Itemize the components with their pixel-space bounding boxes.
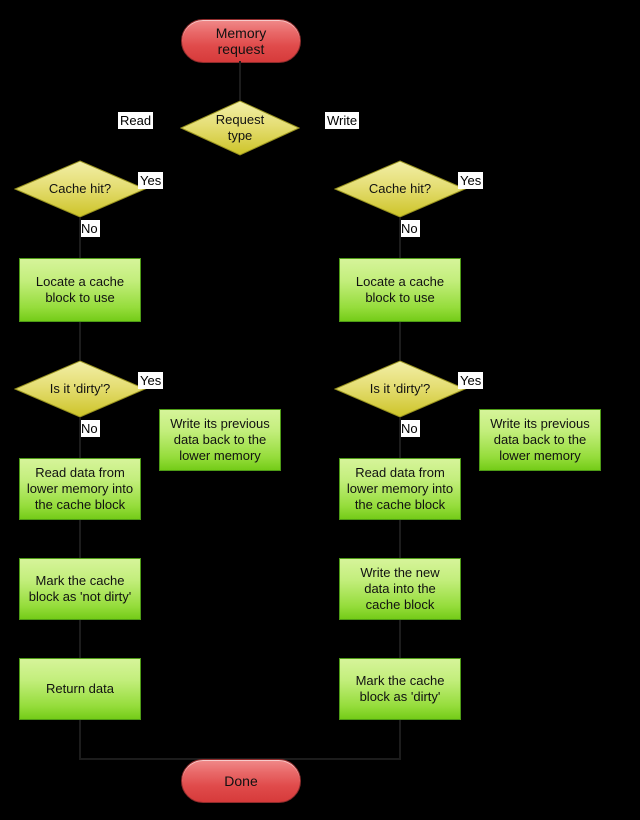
process-read-into-block-read-line2: lower memory into [26,481,134,496]
process-read-into-block-write[interactable]: Read data from lower memory into the cac… [339,458,461,520]
connector-cache-hit-write-to-locate [399,218,401,258]
process-locate-block-write-line2: block to use [365,290,435,305]
process-read-into-block-write-line2: lower memory into [346,481,454,496]
process-mark-dirty-line2: block as 'dirty' [359,689,441,704]
connector-markdirty-to-done [399,720,401,759]
connector-locate-to-dirty-write [399,322,401,360]
edge-label-no-dirty-write: No [399,420,420,437]
process-writeback-write-line1: Write its previous [490,416,590,431]
diamond-shape-icon [334,160,466,218]
decision-request-type-line2: type [227,128,253,143]
decision-cache-hit-read[interactable]: Cache hit? [14,160,146,218]
process-write-new-data-line3: cache block [365,597,435,612]
connector-readdata-to-writenew [399,520,401,558]
decision-is-dirty-write-line1: Is it 'dirty'? [369,381,431,396]
terminator-memory-request[interactable]: Memory request [181,19,301,63]
decision-cache-hit-read-line1: Cache hit? [48,181,112,196]
process-read-into-block-read-line3: the cache block [34,497,126,512]
edge-label-no-cache-hit-read: No [79,220,100,237]
process-return-data[interactable]: Return data [19,658,141,720]
process-read-into-block-write-label: Read data from lower memory into the cac… [347,465,453,513]
decision-request-type-label: Request type [180,100,300,156]
decision-request-type-line1: Request [215,112,265,127]
diamond-shape-icon [14,360,146,418]
process-locate-block-read-line1: Locate a cache [35,274,125,289]
process-writeback-read-line3: lower memory [179,448,261,463]
process-writeback-write-line2: data back to the [493,432,587,447]
connector-marknotdirty-to-returndata [79,620,81,658]
process-return-data-label: Return data [46,681,114,697]
process-mark-not-dirty[interactable]: Mark the cache block as 'not dirty' [19,558,141,620]
decision-request-type[interactable]: Request type [180,100,300,156]
process-writeback-read-line2: data back to the [173,432,267,447]
process-locate-block-read[interactable]: Locate a cache block to use [19,258,141,322]
process-locate-block-read-label: Locate a cache block to use [36,274,124,306]
process-locate-block-write-line1: Locate a cache [355,274,445,289]
edge-label-yes-cache-hit-write: Yes [458,172,484,189]
connector-readdata-to-marknotdirty [79,520,81,558]
process-writeback-write-label: Write its previous data back to the lowe… [490,416,589,464]
process-write-new-data-label: Write the new data into the cache block [360,565,439,613]
decision-cache-hit-write-line1: Cache hit? [368,181,432,196]
process-mark-not-dirty-line1: Mark the cache [35,573,125,588]
process-writeback-write-line3: lower memory [499,448,581,463]
connector-returndata-to-done [79,720,81,759]
process-read-into-block-write-line1: Read data from [355,465,445,480]
process-mark-not-dirty-label: Mark the cache block as 'not dirty' [29,573,132,605]
decision-is-dirty-read-line1: Is it 'dirty'? [49,381,111,396]
terminator-done-label: Done [224,773,258,789]
edge-label-no-dirty-read: No [79,420,100,437]
decision-cache-hit-write[interactable]: Cache hit? [334,160,466,218]
process-write-new-data-line1: Write the new [360,565,440,580]
process-mark-dirty-line1: Mark the cache [355,673,445,688]
process-read-into-block-read-label: Read data from lower memory into the cac… [27,465,133,513]
connector-dirty-write-to-readdata [399,418,401,458]
edge-label-no-cache-hit-write: No [399,220,420,237]
edge-label-yes-dirty-write: Yes [458,372,484,389]
decision-is-dirty-write[interactable]: Is it 'dirty'? [334,360,466,418]
decision-cache-hit-read-label: Cache hit? [14,160,146,218]
terminator-memory-request-line2: request [217,41,265,57]
diamond-shape-icon [180,100,300,156]
process-mark-dirty-label: Mark the cache block as 'dirty' [356,673,445,705]
process-read-into-block-read-line1: Read data from [35,465,125,480]
connector-writenew-to-markdirty [399,620,401,658]
diamond-shape-icon [14,160,146,218]
terminator-done[interactable]: Done [181,759,301,803]
edge-label-yes-cache-hit-read: Yes [138,172,164,189]
connector-dirty-read-to-readdata [79,418,81,458]
decision-is-dirty-write-label: Is it 'dirty'? [334,360,466,418]
decision-cache-hit-write-label: Cache hit? [334,160,466,218]
process-read-into-block-read[interactable]: Read data from lower memory into the cac… [19,458,141,520]
process-locate-block-write-label: Locate a cache block to use [356,274,444,306]
process-write-new-data[interactable]: Write the new data into the cache block [339,558,461,620]
terminator-memory-request-line1: Memory [215,25,267,41]
decision-is-dirty-read[interactable]: Is it 'dirty'? [14,360,146,418]
terminator-memory-request-label: Memory request [216,25,267,57]
process-mark-dirty[interactable]: Mark the cache block as 'dirty' [339,658,461,720]
decision-is-dirty-read-label: Is it 'dirty'? [14,360,146,418]
edge-label-write: Write [325,112,360,129]
process-return-data-line1: Return data [46,681,114,696]
process-mark-not-dirty-line2: block as 'not dirty' [28,589,132,604]
process-write-new-data-line2: data into the [364,581,436,596]
diamond-shape-icon [334,360,466,418]
edge-label-read: Read [118,112,154,129]
process-locate-block-read-line2: block to use [45,290,115,305]
process-writeback-read-line1: Write its previous [170,416,270,431]
connector-cache-hit-read-to-locate [79,218,81,258]
process-locate-block-write[interactable]: Locate a cache block to use [339,258,461,322]
connector-locate-to-dirty-read [79,322,81,360]
process-writeback-read[interactable]: Write its previous data back to the lowe… [159,409,281,471]
edge-label-yes-dirty-read: Yes [138,372,164,389]
connector-start-to-request-type [239,61,241,100]
process-writeback-write[interactable]: Write its previous data back to the lowe… [479,409,601,471]
process-writeback-read-label: Write its previous data back to the lowe… [170,416,269,464]
process-read-into-block-write-line3: the cache block [354,497,446,512]
